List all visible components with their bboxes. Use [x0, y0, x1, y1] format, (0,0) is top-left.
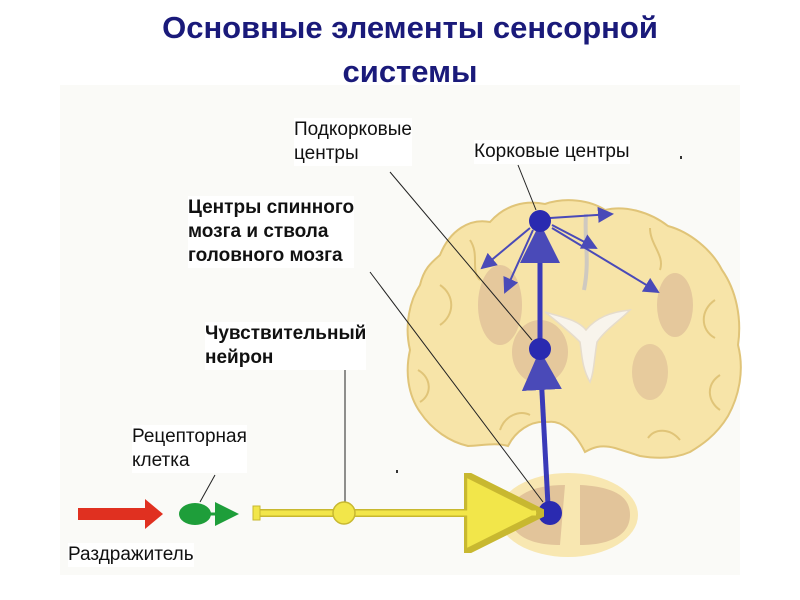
stimulus-arrow [78, 499, 163, 529]
label-sensory-neuron: Чувствительный нейрон [205, 322, 367, 370]
stray-mark [396, 470, 398, 473]
label-spinal-centers: Центры спинного мозга и ствола головного… [188, 196, 355, 268]
label-subcortical-centers: Подкорковые центры [294, 118, 412, 166]
sensory-nerve [252, 501, 536, 525]
label-cortical-centers: Корковые центры [474, 140, 630, 164]
receptor-cell [179, 502, 239, 526]
label-stimulus: Раздражитель [68, 543, 194, 567]
cortical-neuron [529, 210, 551, 232]
spinal-neuron [538, 501, 562, 525]
brain-section [406, 199, 742, 459]
subcortical-neuron [529, 338, 551, 360]
page-title: Основные элементы сенсорной системы [162, 10, 658, 89]
stray-mark [680, 156, 682, 159]
ascending-pathway [520, 223, 562, 506]
cortical-projections [480, 206, 660, 294]
sensory-neuron-body [332, 501, 356, 525]
label-receptor-cell: Рецепторная клетка [132, 425, 247, 473]
leader-lines [199, 164, 544, 503]
